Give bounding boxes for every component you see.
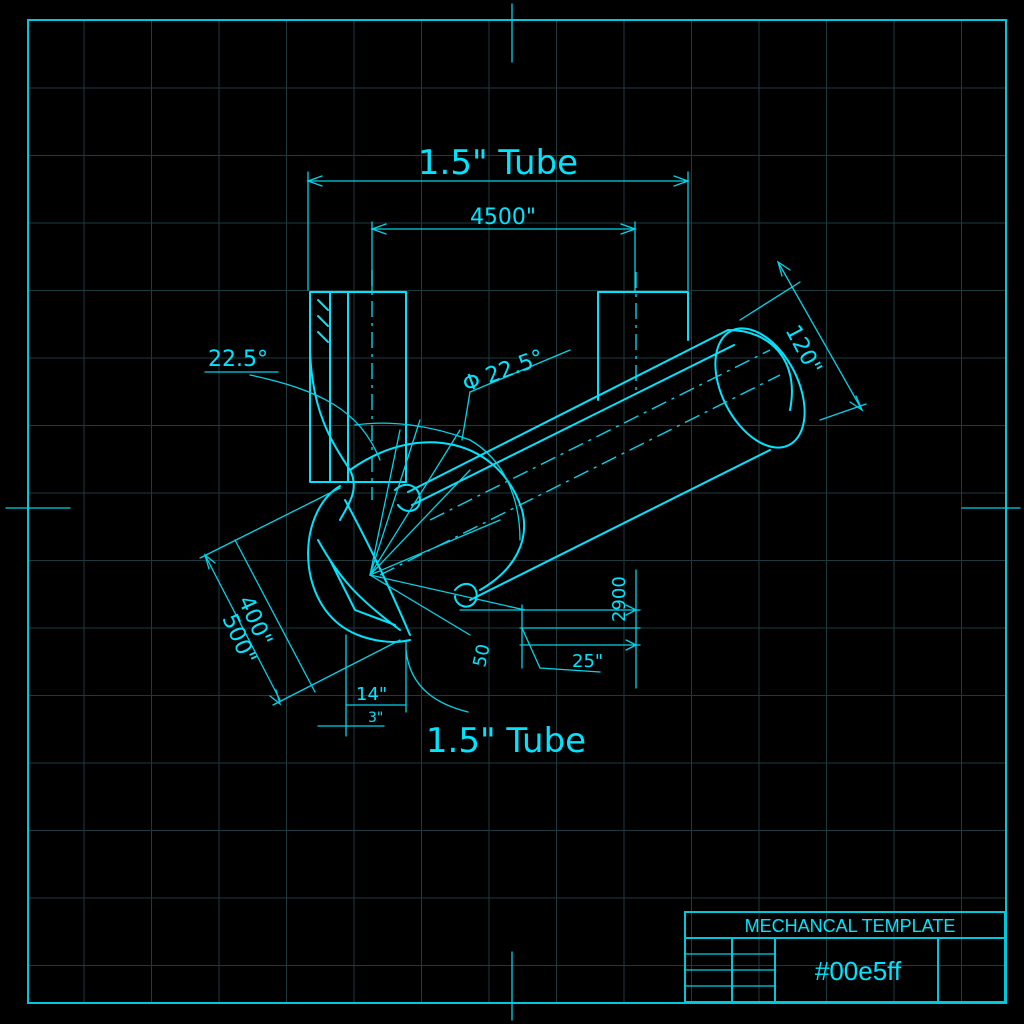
- right-horizontal-dimension-label: 25": [572, 651, 603, 672]
- title-block-code: #00e5ff: [815, 956, 902, 986]
- bottom-14-dimension-label: 14": [356, 684, 387, 705]
- right-dimensions: [459, 569, 641, 689]
- left-angle-label: 22.5°: [208, 347, 268, 372]
- bottom-tube-title: 1.5" Tube: [426, 721, 586, 761]
- drawing-border: [27, 19, 1007, 1004]
- diameter-angle-label: Φ 22.5°: [460, 345, 548, 397]
- angled-tube-hidden-line: [429, 349, 771, 521]
- joint-saddle: [307, 441, 526, 643]
- bottom-3-dimension-label: 3": [368, 710, 383, 726]
- angled-tube: [407, 327, 806, 601]
- right-vertical-stub: [597, 291, 689, 401]
- construction-rays: [249, 374, 526, 636]
- small-50-dimension-label: 50: [469, 642, 494, 669]
- title-block-heading: MECHANCAL TEMPLATE: [745, 916, 956, 936]
- angled-tube-centerline: [379, 374, 781, 576]
- inner-width-label: 4500": [470, 205, 536, 230]
- top-overall-dimension: [306, 171, 690, 291]
- bottom-dimensions: [317, 634, 469, 737]
- right-vertical-dimension-label: 2900: [609, 576, 630, 622]
- centering-marks: [5, 3, 1021, 1021]
- left-angled-dimensions: [199, 487, 401, 706]
- top-tube-title: 1.5" Tube: [418, 143, 578, 183]
- background-grid: [28, 20, 1006, 1003]
- title-block: MECHANCAL TEMPLATE #00e5ff: [684, 911, 1006, 1003]
- inner-width-dimension: [370, 221, 637, 293]
- tube-diameter-label: 120": [780, 321, 827, 379]
- tube-diameter-dimension: [739, 260, 867, 421]
- left-vertical-tube: [309, 291, 407, 521]
- diameter-angle-leader: [461, 349, 571, 441]
